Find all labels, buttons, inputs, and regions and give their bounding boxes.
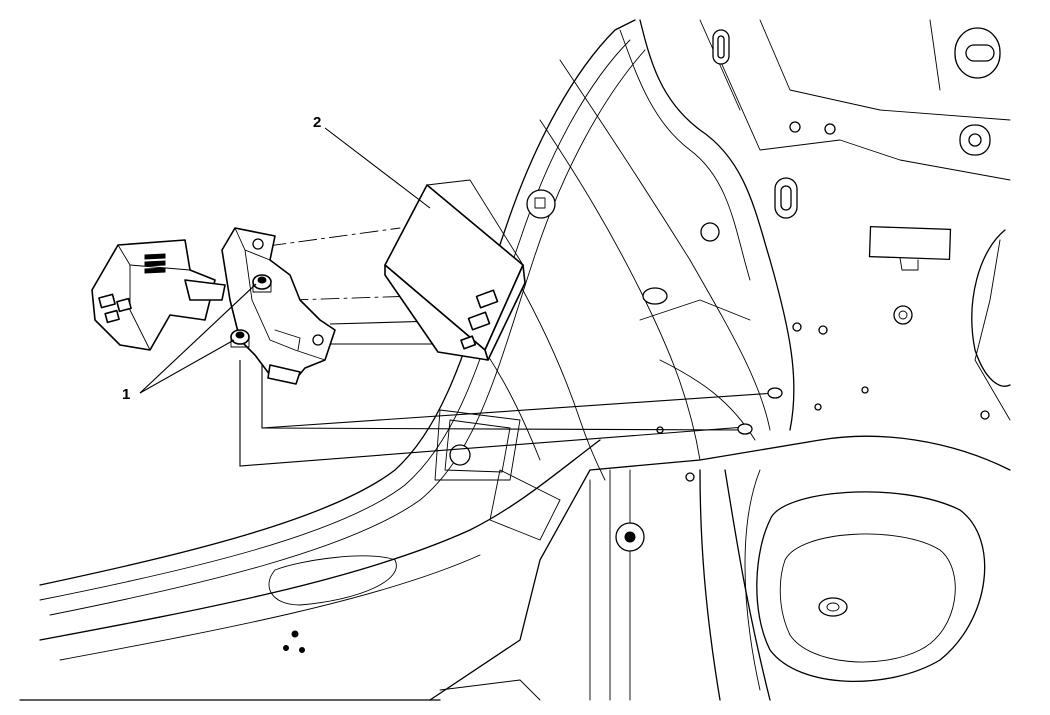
callout-1: 1 [122,283,257,403]
spare-tire-well [744,469,986,691]
vehicle-body-structure [19,19,1011,701]
rear-panel-details [699,19,1011,421]
callout-2-label: 2 [313,114,321,131]
callout-2: 2 [313,114,431,209]
callout-1-label: 1 [122,386,130,403]
bolt-upper [252,274,272,293]
body-slots [712,27,1001,219]
electrical-connector [91,239,226,351]
body-holes [283,121,990,653]
mounting-bracket [221,227,336,385]
electronic-module [384,179,526,361]
bolt-lower [230,329,250,348]
